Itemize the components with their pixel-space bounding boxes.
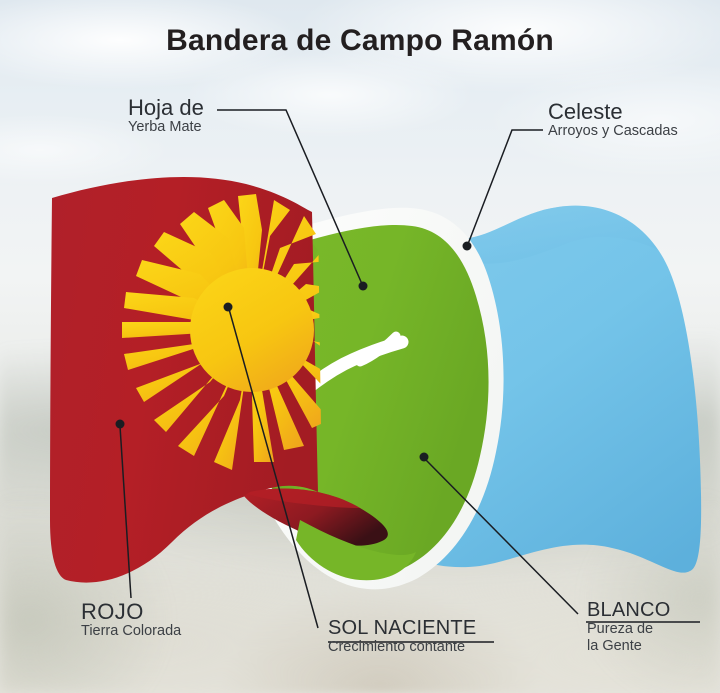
- callout-celeste-heading: Celeste: [548, 99, 623, 124]
- callout-hoja-subtitle: Yerba Mate: [128, 119, 202, 136]
- callout-hoja-de-yerba-mate: Hoja de Yerba Mate: [128, 96, 204, 136]
- leader-line-hoja: [217, 109, 363, 285]
- leader-line-celeste: [467, 129, 543, 245]
- callout-blanco-heading: BLANCO: [587, 599, 671, 621]
- leader-line-rojo: [119, 425, 132, 599]
- leader-line-blanco: [424, 458, 579, 615]
- callout-rojo-heading: ROJO: [81, 599, 144, 624]
- leader-dot-hoja: [358, 281, 368, 291]
- callout-blanco: BLANCO Pureza de la Gente: [587, 600, 670, 655]
- callout-sol-naciente: SOL NACIENTE Crecimiento contante: [328, 618, 476, 656]
- flag-rising-sun: [122, 194, 322, 470]
- callout-blanco-subtitle-line2: la Gente: [587, 638, 642, 655]
- callout-celeste: Celeste Arroyos y Cascadas: [548, 100, 678, 140]
- callout-sol-subtitle: Crecimiento contante: [328, 639, 466, 655]
- callout-leader-lines: [115, 109, 700, 643]
- leader-dot-celeste: [462, 241, 472, 251]
- callout-blanco-subtitle: Pureza de: [587, 621, 654, 637]
- callout-hoja-heading: Hoja de: [128, 95, 204, 120]
- callout-rojo: ROJO Tierra Colorada: [81, 600, 181, 640]
- leader-line-sol: [228, 308, 319, 629]
- page-title: Bandera de Campo Ramón: [166, 24, 554, 57]
- flag-green-tail: [296, 520, 416, 581]
- callout-celeste-subtitle: Arroyos y Cascadas: [548, 123, 678, 140]
- leader-dot-sol: [223, 302, 233, 312]
- leader-dot-blanco: [419, 452, 429, 462]
- callout-sol-heading: SOL NACIENTE: [328, 617, 477, 639]
- callout-rojo-subtitle: Tierra Colorada: [81, 623, 182, 640]
- leader-dot-rojo: [115, 419, 125, 429]
- flag-red-fold: [244, 488, 388, 546]
